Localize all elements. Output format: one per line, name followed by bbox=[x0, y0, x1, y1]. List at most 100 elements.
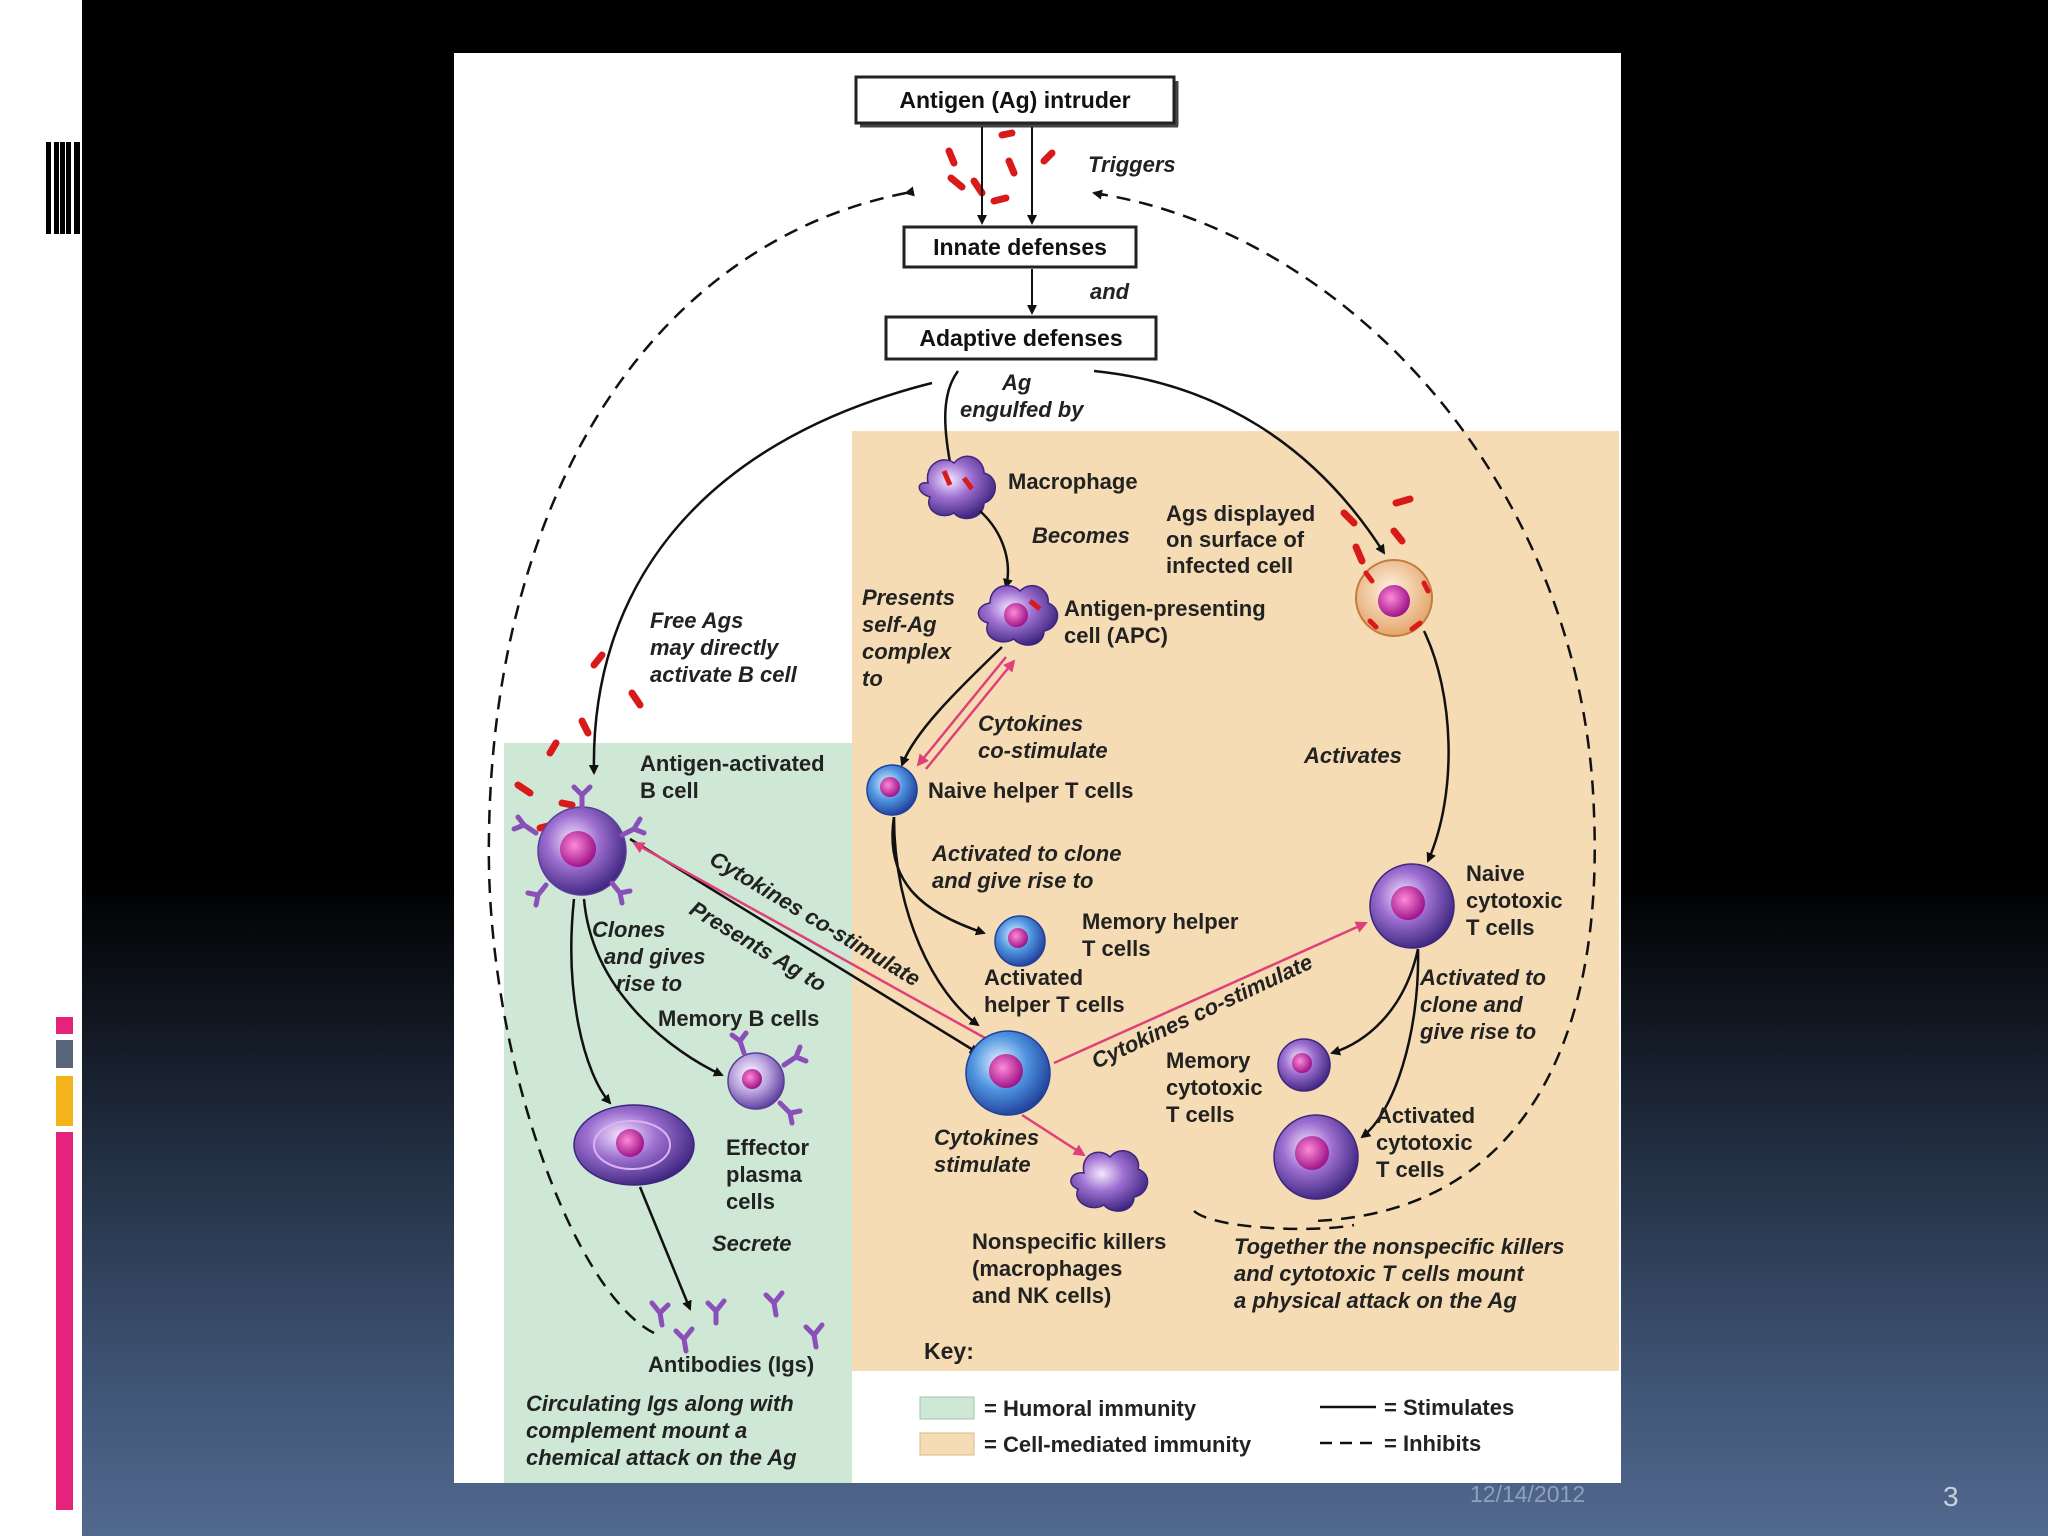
naive-helper-t-cell bbox=[866, 764, 918, 816]
svg-text:activate B cell: activate B cell bbox=[650, 662, 798, 687]
svg-text:Activated: Activated bbox=[1376, 1103, 1475, 1128]
antigen-intruder-box: Antigen (Ag) intruder bbox=[854, 75, 1179, 128]
antigen-activated-b-cell bbox=[511, 784, 647, 908]
label-effector-plasma: Effector plasma cells bbox=[726, 1135, 810, 1214]
svg-text:Activated: Activated bbox=[984, 965, 1083, 990]
label-becomes: Becomes bbox=[1032, 523, 1130, 548]
label-memory-helper: Memory helper T cells bbox=[1082, 909, 1239, 961]
legend-stimulates: = Stimulates bbox=[1384, 1395, 1514, 1420]
label-activated-to-clone: Activated to clone and give rise to bbox=[931, 841, 1121, 893]
svg-text:Nonspecific killers: Nonspecific killers bbox=[972, 1229, 1166, 1254]
label-secrete: Secrete bbox=[712, 1231, 792, 1256]
svg-text:stimulate: stimulate bbox=[934, 1152, 1031, 1177]
label-activated-cytotoxic: Activated cytotoxic T cells bbox=[1376, 1103, 1475, 1182]
svg-text:Cytokines: Cytokines bbox=[978, 711, 1083, 736]
svg-text:Naive: Naive bbox=[1466, 861, 1525, 886]
legend-humoral: = Humoral immunity bbox=[984, 1396, 1197, 1421]
label-antibodies: Antibodies (Igs) bbox=[648, 1352, 814, 1377]
activated-cytotoxic-t-cell bbox=[1273, 1114, 1359, 1200]
svg-text:Circulating Igs along with: Circulating Igs along with bbox=[526, 1391, 794, 1416]
label-activated-clone-right: Activated to clone and give rise to bbox=[1419, 965, 1546, 1044]
svg-text:cytotoxic: cytotoxic bbox=[1376, 1130, 1473, 1155]
svg-text:self-Ag: self-Ag bbox=[862, 612, 937, 637]
svg-text:chemical attack on the Ag: chemical attack on the Ag bbox=[526, 1445, 797, 1470]
svg-text:Activated to clone: Activated to clone bbox=[931, 841, 1121, 866]
svg-text:give rise to: give rise to bbox=[1419, 1019, 1536, 1044]
svg-text:Together the nonspecific kille: Together the nonspecific killers bbox=[1234, 1234, 1564, 1259]
svg-text:cell (APC): cell (APC) bbox=[1064, 623, 1168, 648]
deco-bar-pink-long bbox=[56, 1132, 73, 1510]
naive-cytotoxic-t-cell bbox=[1369, 863, 1455, 949]
svg-text:helper T cells: helper T cells bbox=[984, 992, 1125, 1017]
slide-page-number: 3 bbox=[1943, 1481, 1959, 1512]
svg-text:rise to: rise to bbox=[616, 971, 682, 996]
svg-text:Cytokines: Cytokines bbox=[934, 1125, 1039, 1150]
label-triggers: Triggers bbox=[1088, 152, 1176, 177]
label-cytokines-stimulate: Cytokines stimulate bbox=[934, 1125, 1039, 1177]
innate-defenses-label: Innate defenses bbox=[933, 234, 1107, 260]
svg-text:and NK cells): and NK cells) bbox=[972, 1283, 1111, 1308]
label-macrophage: Macrophage bbox=[1008, 469, 1138, 494]
memory-cytotoxic-t-cell bbox=[1277, 1038, 1331, 1092]
label-ags-displayed: Ags displayed on surface of infected cel… bbox=[1166, 501, 1315, 578]
svg-text:Ags displayed: Ags displayed bbox=[1166, 501, 1315, 526]
svg-text:plasma: plasma bbox=[726, 1162, 803, 1187]
slide-logo-bars bbox=[46, 142, 80, 234]
adaptive-defenses-label: Adaptive defenses bbox=[919, 325, 1122, 351]
svg-text:Antigen-presenting: Antigen-presenting bbox=[1064, 596, 1266, 621]
antibodies-group bbox=[649, 1290, 825, 1354]
infected-cell bbox=[1355, 559, 1433, 637]
legend-title: Key: bbox=[924, 1338, 974, 1364]
legend-swatch-cell-mediated bbox=[919, 1432, 975, 1456]
antigen-intruder-label: Antigen (Ag) intruder bbox=[899, 87, 1130, 113]
svg-text:clone and: clone and bbox=[1420, 992, 1523, 1017]
svg-text:Effector: Effector bbox=[726, 1135, 810, 1160]
label-nonspecific-killers: Nonspecific killers (macrophages and NK … bbox=[972, 1229, 1166, 1308]
svg-text:Antigen-activated: Antigen-activated bbox=[640, 751, 825, 776]
legend-swatch-humoral bbox=[919, 1396, 975, 1420]
slide-left-margin bbox=[0, 0, 82, 1536]
memory-b-cell bbox=[727, 1030, 809, 1126]
svg-text:to: to bbox=[862, 666, 883, 691]
label-activates: Activates bbox=[1303, 743, 1402, 768]
svg-text:Clones: Clones bbox=[592, 917, 665, 942]
svg-text:cytotoxic: cytotoxic bbox=[1166, 1075, 1263, 1100]
immune-response-figure: Antigen (Ag) intruder Innate defenses Ad… bbox=[454, 53, 1621, 1483]
label-activated-helper: Activated helper T cells bbox=[984, 965, 1125, 1017]
antigen-particles-left bbox=[514, 651, 644, 832]
effector-plasma-cell bbox=[573, 1104, 695, 1186]
svg-text:T cells: T cells bbox=[1466, 915, 1534, 940]
legend-key: Key: = Humoral immunity = Cell-mediated … bbox=[919, 1338, 1514, 1457]
svg-text:T cells: T cells bbox=[1376, 1157, 1444, 1182]
svg-text:Memory: Memory bbox=[1166, 1048, 1251, 1073]
legend-cell-mediated: = Cell-mediated immunity bbox=[984, 1432, 1252, 1457]
svg-text:infected cell: infected cell bbox=[1166, 553, 1293, 578]
apc-cell bbox=[977, 584, 1059, 646]
adaptive-defenses-box: Adaptive defenses bbox=[884, 315, 1158, 361]
svg-text:a physical attack on the Ag: a physical attack on the Ag bbox=[1234, 1288, 1517, 1313]
immune-response-diagram: Antigen (Ag) intruder Innate defenses Ad… bbox=[487, 75, 1619, 1483]
svg-text:co-stimulate: co-stimulate bbox=[978, 738, 1108, 763]
label-antigen-activated-b-cell: Antigen-activated B cell bbox=[640, 751, 825, 803]
svg-text:B cell: B cell bbox=[640, 778, 699, 803]
svg-text:Presents: Presents bbox=[862, 585, 955, 610]
svg-text:Free Ags: Free Ags bbox=[650, 608, 743, 633]
svg-text:T cells: T cells bbox=[1166, 1102, 1234, 1127]
svg-text:Memory helper: Memory helper bbox=[1082, 909, 1239, 934]
label-apc: Antigen-presenting cell (APC) bbox=[1064, 596, 1266, 648]
svg-text:may directly: may directly bbox=[650, 635, 780, 660]
cell-mediated-region bbox=[852, 431, 1619, 1371]
innate-defenses-box: Innate defenses bbox=[902, 225, 1138, 269]
label-naive-helper: Naive helper T cells bbox=[928, 778, 1133, 803]
slide-date: 12/14/2012 bbox=[1470, 1481, 1586, 1507]
memory-helper-t-cell bbox=[994, 915, 1046, 967]
macrophage-cell bbox=[918, 455, 996, 520]
legend-inhibits: = Inhibits bbox=[1384, 1431, 1481, 1456]
svg-text:and give rise to: and give rise to bbox=[932, 868, 1093, 893]
svg-text:cytotoxic: cytotoxic bbox=[1466, 888, 1563, 913]
svg-text:(macrophages: (macrophages bbox=[972, 1256, 1122, 1281]
label-and: and bbox=[1090, 279, 1130, 304]
deco-bar-pink-top bbox=[56, 1017, 73, 1034]
deco-bar-yellow bbox=[56, 1076, 73, 1126]
svg-text:and cytotoxic T cells mount: and cytotoxic T cells mount bbox=[1234, 1261, 1525, 1286]
